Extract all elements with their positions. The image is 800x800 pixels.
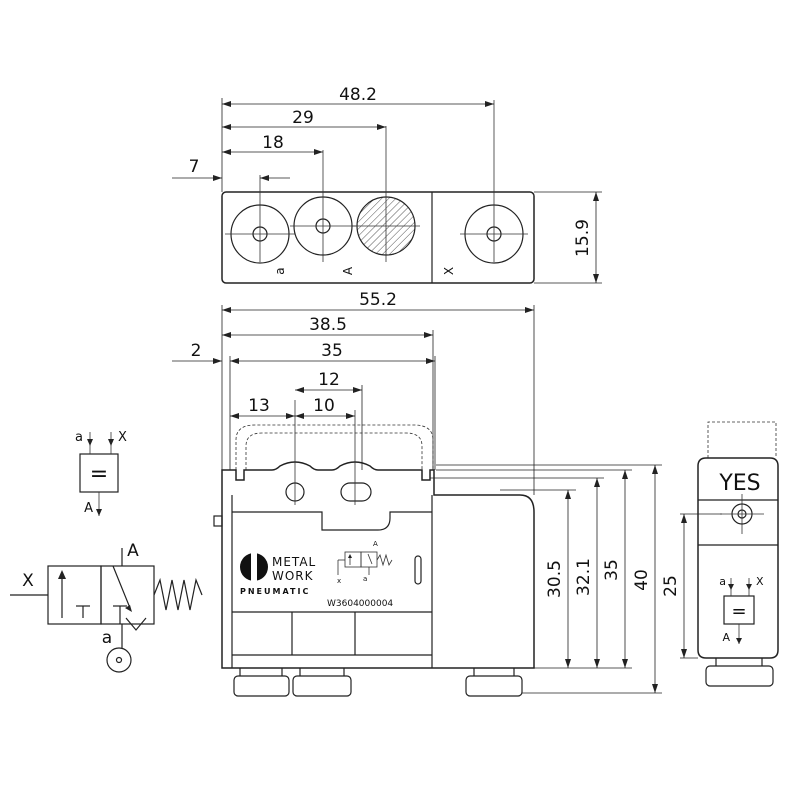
dim-29: 29 <box>292 108 314 128</box>
dim-35-width: 35 <box>321 341 343 361</box>
port-X-label: X <box>442 267 456 275</box>
foot-1 <box>233 675 290 697</box>
dim-55-2: 55.2 <box>359 290 397 310</box>
dim-48-2: 48.2 <box>339 85 377 105</box>
logic-port-X: X <box>118 430 127 445</box>
logic-port-a: a <box>75 430 83 445</box>
valve-box-right <box>100 565 155 625</box>
side-port-a: a <box>719 575 726 588</box>
dim-13: 13 <box>248 396 270 416</box>
side-port-A: A <box>722 631 730 644</box>
mounting-slot-right <box>340 482 372 502</box>
label-valve-symbol: A x a <box>337 540 393 585</box>
part-number: W3604000004 <box>327 599 393 609</box>
valve-box-left <box>47 565 102 625</box>
side-view-foot <box>705 665 774 687</box>
yes-title: YES <box>718 471 760 496</box>
dim-25: 25 <box>661 575 681 597</box>
side-symbol-equals: = <box>731 601 746 622</box>
valve-port-a: a <box>102 628 112 648</box>
dim-38-5: 38.5 <box>309 315 347 335</box>
body-side-tab <box>213 515 223 527</box>
front-view: METAL WORK PNEUMATIC W3604000004 A x a <box>172 290 662 697</box>
valve-spring <box>153 577 203 611</box>
logic-symbol: = a X A <box>75 430 127 516</box>
foot-2 <box>292 675 352 697</box>
valve-pilot-circle <box>106 647 132 673</box>
logic-port-A: A <box>84 501 93 516</box>
port-a-label: a <box>273 267 287 274</box>
dim-10: 10 <box>313 396 335 416</box>
svg-text:a: a <box>363 575 367 583</box>
valve-body-outline <box>221 461 535 669</box>
valve-port-X: X <box>22 571 34 591</box>
side-port-X: X <box>756 575 764 588</box>
dim-32-1: 32.1 <box>574 558 594 596</box>
valve-port-A: A <box>127 541 139 561</box>
coil-outline-dashed <box>235 424 434 470</box>
dim-2: 2 <box>191 341 202 361</box>
logic-symbol-equals: = <box>90 462 108 487</box>
brand-work: WORK <box>272 569 314 583</box>
port-A-label: A <box>341 266 355 275</box>
dim-18: 18 <box>262 133 284 153</box>
indicator-slot <box>414 555 422 585</box>
dim-35-height: 35 <box>602 559 622 581</box>
svg-text:x: x <box>337 577 341 585</box>
top-view-body <box>221 191 535 284</box>
dim-12: 12 <box>318 370 340 390</box>
svg-text:A: A <box>373 540 378 548</box>
side-view-body <box>697 457 779 659</box>
brand-pneumatic: PNEUMATIC <box>240 587 310 596</box>
side-view-dashed-top <box>707 421 777 458</box>
dim-15-9: 15.9 <box>573 219 593 257</box>
metal-work-logo: METAL WORK PNEUMATIC <box>240 553 316 596</box>
side-view: YES = a X A 25 <box>661 421 779 687</box>
dim-7: 7 <box>189 157 200 177</box>
foot-3 <box>465 675 523 697</box>
top-view: a A X 48.2 29 18 <box>172 85 602 284</box>
dim-40: 40 <box>632 569 652 591</box>
brand-metal: METAL <box>272 555 316 569</box>
valve-iso-symbol: X A a <box>10 541 203 673</box>
dim-30-5: 30.5 <box>545 560 565 598</box>
